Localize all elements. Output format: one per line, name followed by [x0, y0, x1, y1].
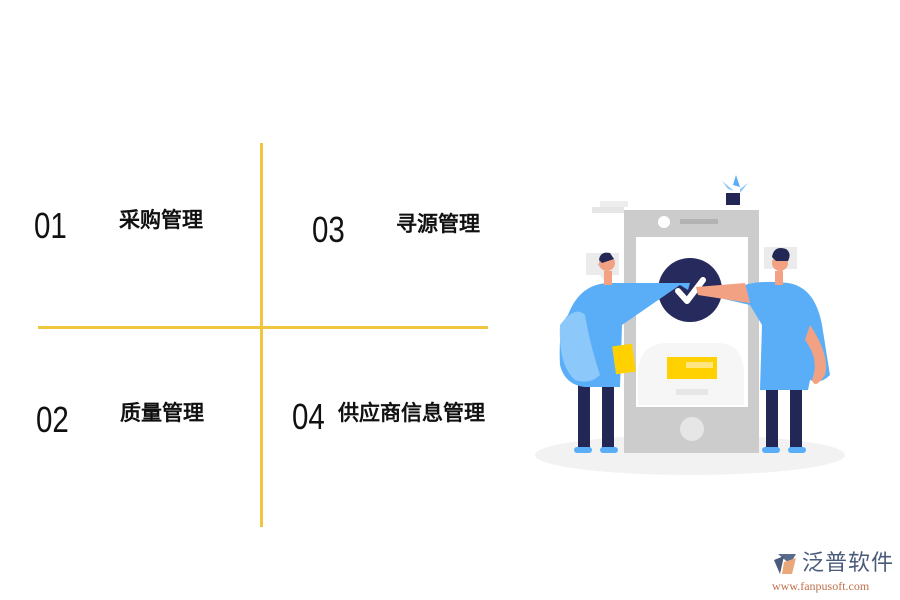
item-label-procurement: 采购管理	[119, 208, 203, 232]
fanpu-logo-icon	[774, 554, 796, 574]
vertical-divider	[260, 143, 263, 527]
item-number-04: 04	[292, 396, 325, 437]
item-label-quality: 质量管理	[120, 401, 204, 425]
item-label-supplier-info: 供应商信息管理	[338, 401, 485, 425]
check-circle-icon	[658, 258, 722, 322]
item-number-02: 02	[36, 399, 69, 440]
horizontal-divider	[38, 326, 488, 329]
logo-url: www.fanpusoft.com	[772, 579, 870, 593]
item-label-sourcing: 寻源管理	[396, 212, 480, 236]
person-left	[559, 252, 690, 453]
plant-icon	[722, 175, 748, 205]
fanpu-logo[interactable]: 泛普软件 www.fanpusoft.com	[768, 552, 898, 596]
item-number-03: 03	[312, 209, 345, 250]
logo-name: 泛普软件	[802, 551, 895, 576]
handshake-illustration	[535, 175, 845, 475]
person-right	[696, 248, 830, 453]
item-number-01: 01	[34, 205, 67, 246]
